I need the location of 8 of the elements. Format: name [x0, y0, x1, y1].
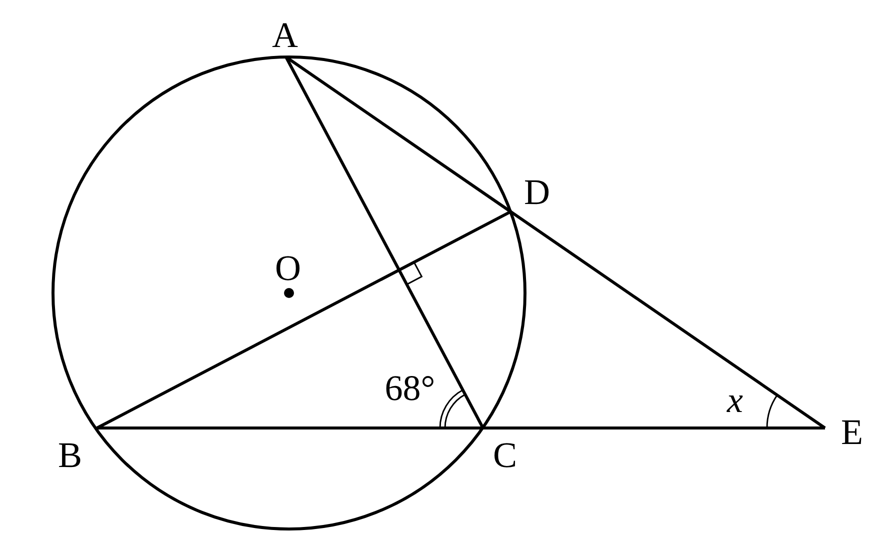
point-label: B — [58, 437, 82, 473]
angle-label: x — [727, 382, 743, 418]
point-label: C — [493, 437, 517, 473]
point-label: A — [272, 17, 298, 53]
point-label: O — [275, 250, 301, 286]
point-label: D — [524, 174, 550, 210]
angle-label: 68° — [384, 370, 436, 406]
point-label: E — [841, 414, 863, 450]
